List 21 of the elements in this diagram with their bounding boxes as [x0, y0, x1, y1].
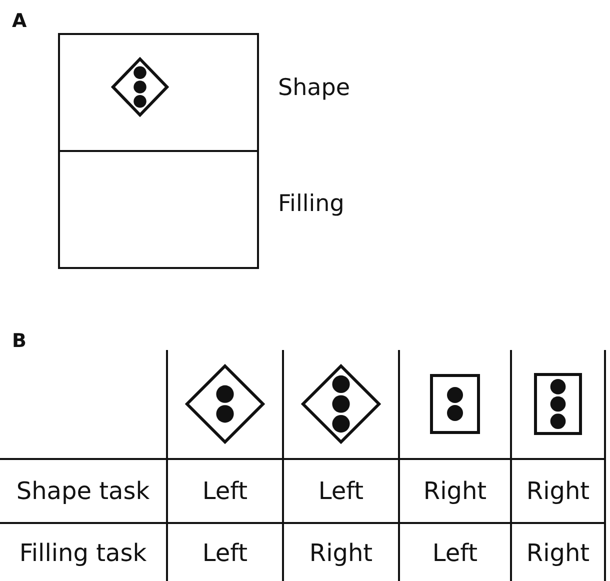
square-stimulus — [430, 374, 480, 434]
panel-letter: A — [12, 10, 27, 32]
response-side: Right — [423, 477, 487, 505]
diamond-stimulus — [111, 57, 169, 117]
response-side: Left — [202, 477, 248, 505]
response-side: Left — [202, 538, 248, 566]
response-side: Right — [526, 477, 590, 505]
row-label: Shape task — [16, 477, 150, 505]
response-side: Right — [309, 538, 373, 566]
diamond-stimulus — [185, 364, 265, 444]
square-stimulus — [534, 373, 582, 435]
region-label: Filling — [278, 191, 344, 217]
stimulus-frame — [58, 33, 259, 152]
diamond-stimulus — [301, 364, 381, 444]
row-label: Filling task — [19, 538, 147, 566]
region-label: Shape — [278, 75, 350, 101]
panel-letter: B — [12, 330, 26, 352]
response-side: Left — [318, 477, 364, 505]
stimulus-frame — [58, 150, 259, 269]
response-side: Left — [432, 538, 478, 566]
response-side: Right — [526, 538, 590, 566]
